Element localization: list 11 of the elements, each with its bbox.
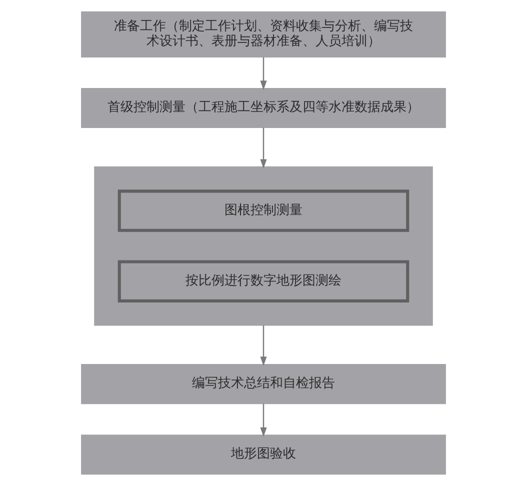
node-box: 按比例进行数字地形图测绘 [117,260,409,302]
node-box: 首级控制测量（工程施工坐标系及四等水准数据成果） [80,88,446,128]
arrow [260,325,266,366]
node-box: 地形图验收 [80,434,446,475]
arrow [260,57,266,90]
arrow [260,128,266,169]
arrow [260,404,266,437]
node-box: 准备工作（制定工作计划、资料收集与分析、编写技术设计书、表册与器材准备、人员培训） [80,11,446,58]
cluster [94,166,432,326]
node-box: 图根控制测量 [117,190,409,232]
node-box: 编写技术总结和自检报告 [80,364,446,404]
